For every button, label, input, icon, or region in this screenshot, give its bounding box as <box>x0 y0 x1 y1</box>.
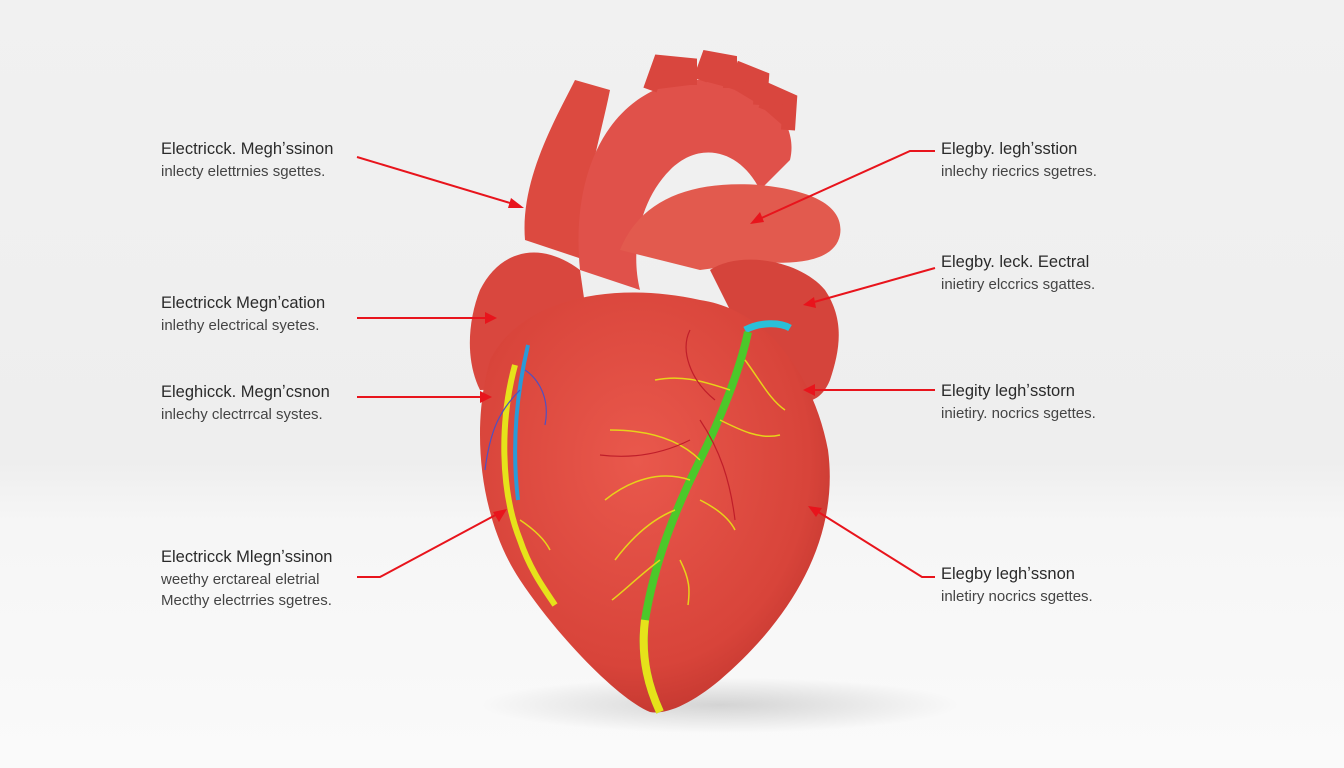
arrow-left-4 <box>357 510 504 578</box>
label-left-3: Eleghicck. Megnʼcsnon inlechy clectrrcal… <box>161 382 330 425</box>
label-desc: inlethy electrical syetes. <box>161 316 320 334</box>
vessel-branches-red <box>599 329 736 521</box>
label-title: Elegby. leghʼsstion <box>941 140 1078 158</box>
arrow-right-4 <box>811 507 935 578</box>
vessel-branches-blue <box>484 369 547 471</box>
label-title: Electricck Mlegnʼssinon <box>161 548 333 566</box>
pulmonary-veins <box>710 259 839 402</box>
label-title: Eleghicck. Megnʼcsnon <box>161 383 330 401</box>
label-title: Elegby. leck. Eectral <box>941 253 1090 271</box>
aorta-branches <box>643 50 798 131</box>
conduction-blue-left <box>513 344 530 501</box>
label-title: Elegity leghʼsstorn <box>941 382 1075 400</box>
arrow-left-1 <box>356 156 521 207</box>
annotation-arrows <box>356 150 936 578</box>
label-desc: inletiry nocrics sgettes. <box>941 587 1093 605</box>
label-title: Elegby leghʼssnon <box>941 565 1075 583</box>
superior-vena-cava <box>524 80 610 260</box>
arrow-right-1 <box>754 150 935 222</box>
label-desc: inlechy clectrrcal systes. <box>161 405 323 423</box>
label-right-1: Elegby. leghʼsstion inlechy riecrics sge… <box>941 139 1097 182</box>
heart-shadow <box>480 677 960 733</box>
label-desc: inietiry. nocrics sgettes. <box>941 404 1096 422</box>
arrow-right-2 <box>806 267 936 305</box>
label-left-4: Electricck Mlegnʼssinon weethy erctareal… <box>161 547 332 612</box>
pulmonary-artery <box>620 184 841 270</box>
conduction-yellow-bottom <box>639 619 664 714</box>
label-right-4: Elegby leghʼssnon inletiry nocrics sgett… <box>941 564 1093 607</box>
label-right-3: Elegity leghʼsstorn inietiry. nocrics sg… <box>941 381 1096 424</box>
label-desc: weethy erctareal eletrial <box>161 570 320 588</box>
conduction-blue-top <box>743 320 792 334</box>
label-left-2: Electricck Megnʼcation inlethy electrica… <box>161 293 325 336</box>
label-desc: inietiry elccrics sgattes. <box>941 275 1096 293</box>
label-desc: inlecty elettrnies sgettes. <box>161 162 326 180</box>
label-right-2: Elegby. leck. Eectral inietiry elccrics … <box>941 252 1095 295</box>
heart <box>469 50 841 714</box>
arrowheads <box>480 198 822 522</box>
ventricles <box>480 292 830 713</box>
label-title: Electricck Megnʼcation <box>161 294 326 312</box>
nerve-branches <box>519 359 786 606</box>
label-title: Electricck. Meghʼssinon <box>161 140 334 158</box>
conduction-yellow-left <box>501 364 558 607</box>
label-desc: Mecthy electrries sgetres. <box>161 592 332 609</box>
label-desc: inlechy riecrics sgetres. <box>941 162 1097 180</box>
label-left-1: Electricck. Meghʼssinon inlecty elettrni… <box>161 139 333 182</box>
